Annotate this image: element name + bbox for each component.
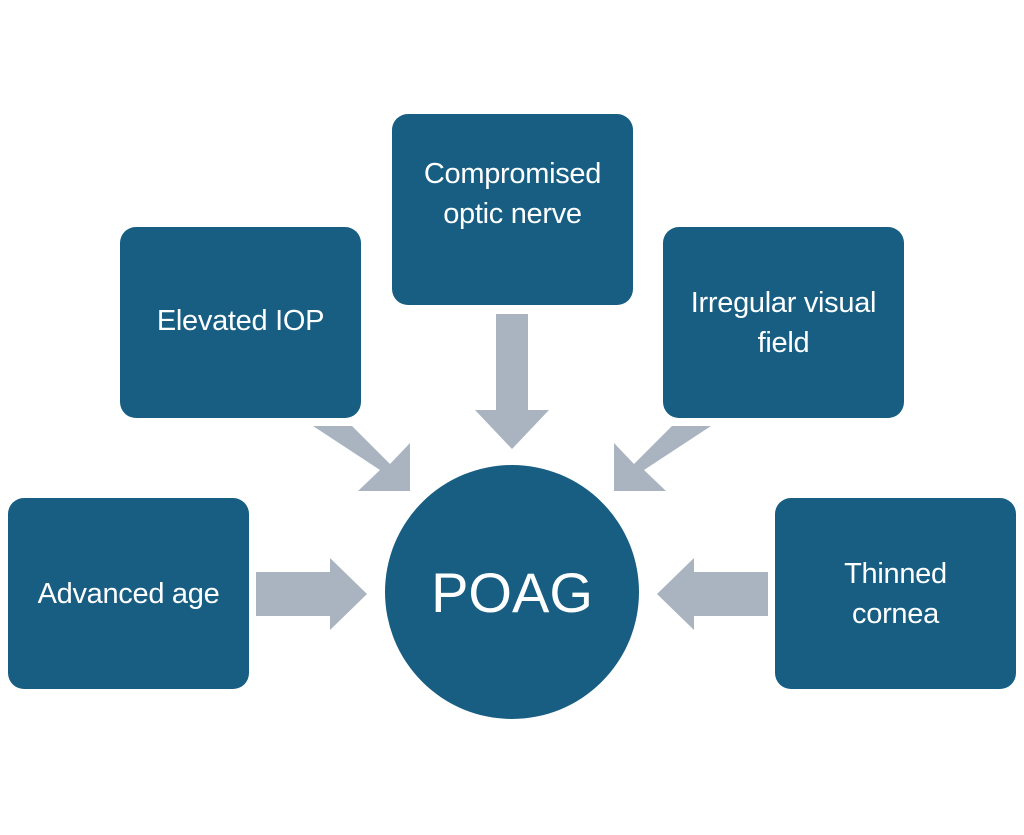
center-label: POAG	[431, 560, 593, 624]
factor-label: Advanced age	[37, 577, 220, 610]
factor-node-elevated-iop: Elevated IOP	[120, 227, 361, 418]
arrow-elevated-to-center	[313, 426, 410, 491]
center-node-poag: POAG	[385, 465, 639, 719]
factor-node-irregular-visual-field: Irregular visual field	[663, 227, 904, 418]
factor-label: Compromised optic nerve	[423, 157, 602, 230]
factor-node-thinned-cornea: Thinned cornea	[775, 498, 1016, 689]
factor-node-advanced-age: Advanced age	[8, 498, 249, 689]
arrow-thinned-to-center	[657, 558, 768, 630]
factor-node-compromised-optic-nerve: Compromised optic nerve	[392, 114, 633, 305]
factor-label: Thinned cornea	[844, 557, 947, 630]
factor-label: Irregular visual field	[690, 286, 877, 359]
arrow-compromised-to-center	[475, 314, 549, 449]
arrow-advanced-to-center	[256, 558, 367, 630]
factor-label: Elevated IOP	[156, 304, 325, 337]
arrow-irregular-to-center	[614, 426, 711, 491]
